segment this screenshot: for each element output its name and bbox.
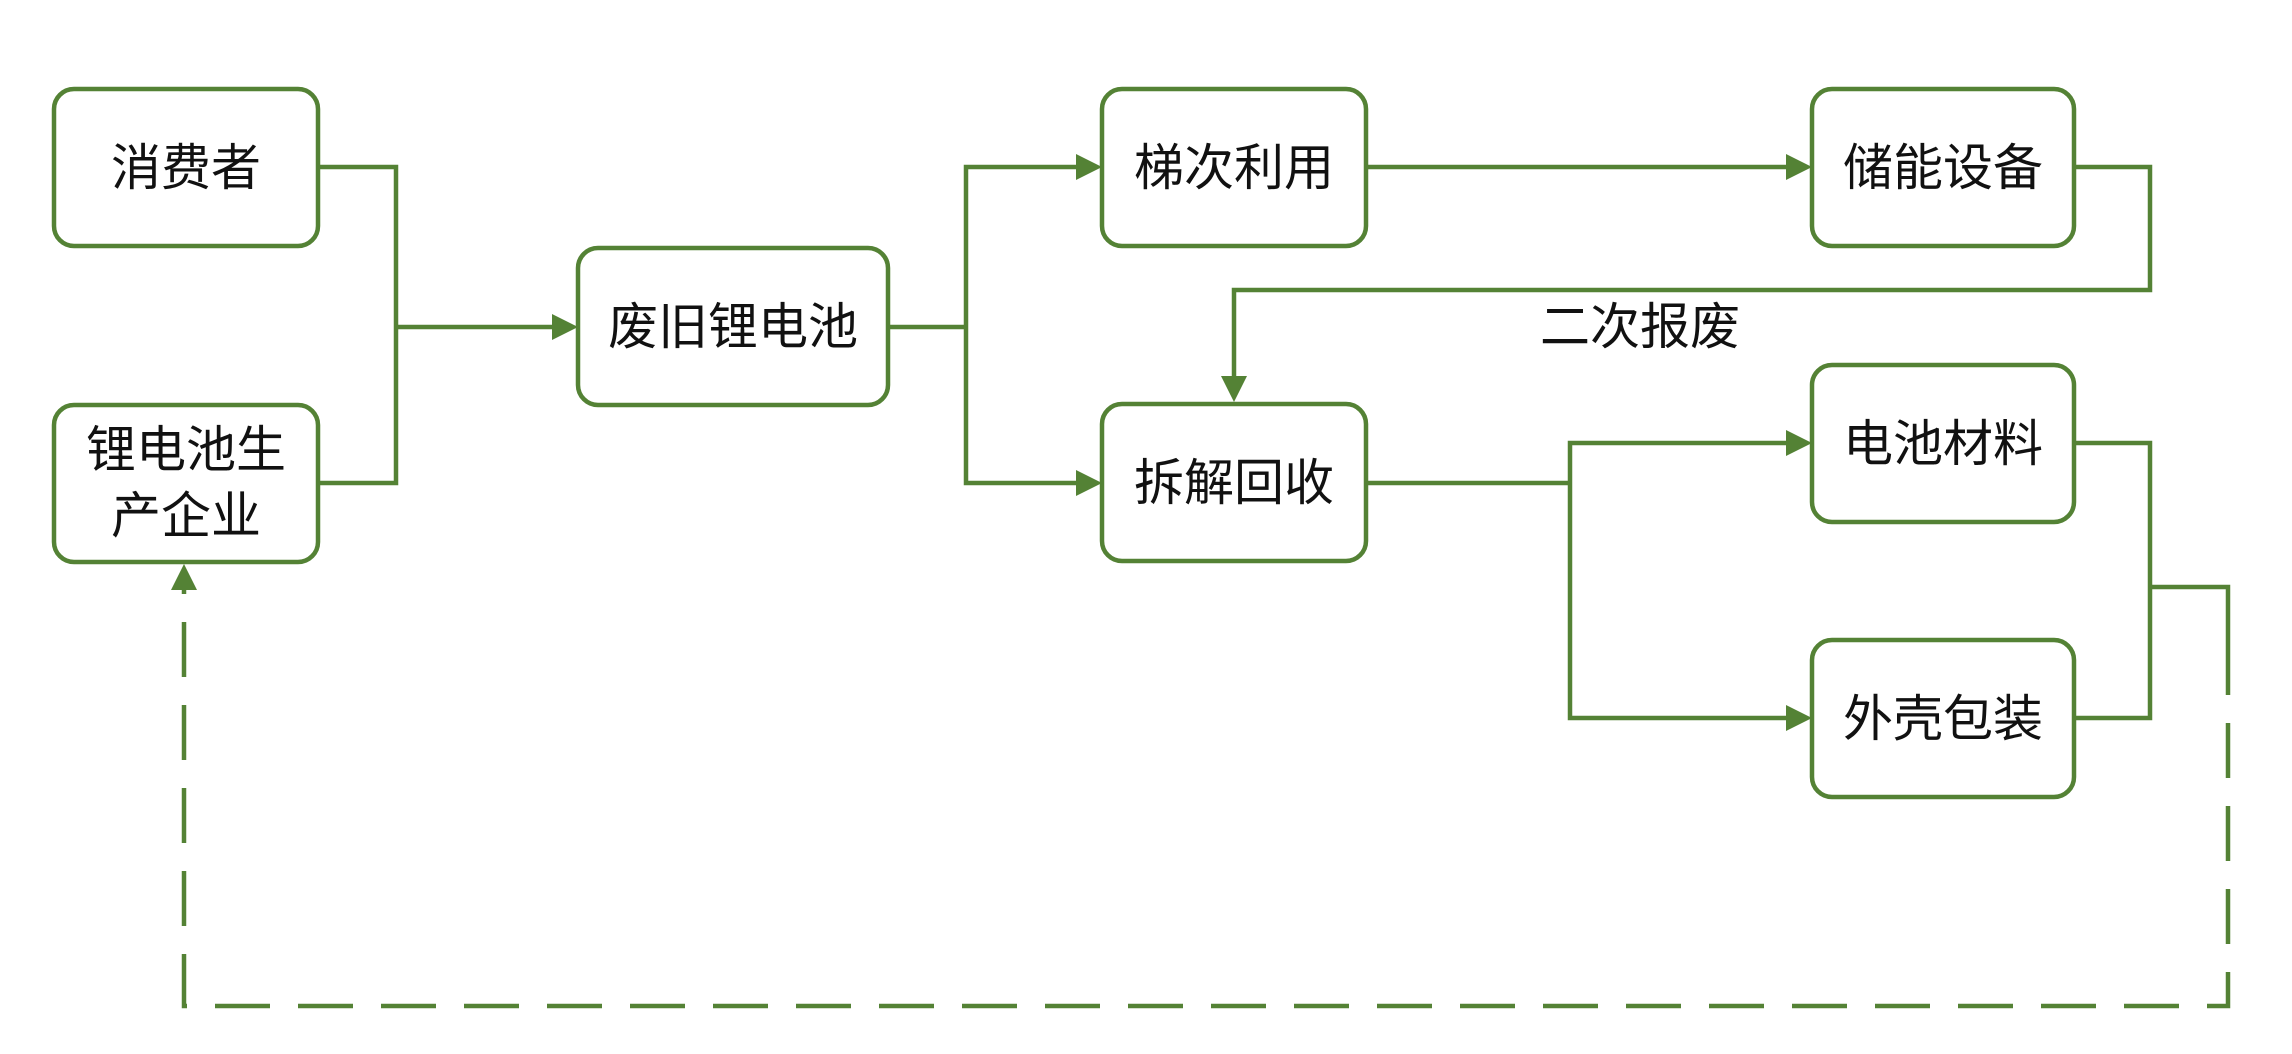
- node-producer-label-line2: 产企业: [111, 487, 261, 545]
- node-dismantle-recycle: 拆解回收: [1099, 401, 1369, 564]
- edge-label-secondary-scrap: 二次报废: [1540, 298, 1740, 356]
- arrowhead-to-dismantle: [1076, 470, 1102, 496]
- arrowhead-to-waste: [552, 314, 578, 340]
- node-cascade-use: 梯次利用: [1099, 86, 1369, 249]
- arrowhead-to-producer: [171, 564, 197, 590]
- node-shell-packaging: 外壳包装: [1809, 637, 2077, 800]
- edge-material-to-merge: [2074, 440, 2153, 721]
- node-producer: 锂电池生 产企业: [51, 402, 321, 565]
- node-consumer-label: 消费者: [111, 139, 261, 197]
- node-waste-battery-label: 废旧锂电池: [608, 298, 858, 356]
- edge-merge-to-return: [2150, 584, 2231, 640]
- node-energy-storage-label: 储能设备: [1843, 139, 2043, 197]
- node-dismantle-recycle-label: 拆解回收: [1134, 454, 1334, 512]
- edge-split-to-cascade: [963, 164, 1080, 327]
- edge-split-to-shell: [1567, 483, 1790, 721]
- edge-producer-to-junction: [318, 327, 399, 486]
- node-cascade-use-label: 梯次利用: [1134, 139, 1334, 197]
- arrowhead-to-storage: [1786, 154, 1812, 180]
- node-shell-packaging-label: 外壳包装: [1843, 690, 2043, 748]
- edge-consumer-to-junction: [318, 164, 399, 327]
- node-energy-storage: 储能设备: [1809, 86, 2077, 249]
- edge-storage-to-dismantle: [1231, 164, 2153, 378]
- node-waste-battery: 废旧锂电池: [575, 245, 891, 408]
- node-battery-material: 电池材料: [1809, 362, 2077, 525]
- edge-split-to-material: [1567, 440, 1790, 483]
- node-consumer: 消费者: [51, 86, 321, 249]
- edge-return-to-producer: [181, 590, 2231, 1009]
- edge-split-to-dismantle: [963, 327, 1080, 486]
- arrowhead-to-cascade: [1076, 154, 1102, 180]
- node-battery-material-label: 电池材料: [1843, 415, 2043, 473]
- arrowhead-scrap-to-dismantle: [1221, 376, 1247, 402]
- arrowhead-to-shell: [1786, 705, 1812, 731]
- arrowhead-to-material: [1786, 430, 1812, 456]
- node-producer-label-line1: 锂电池生: [86, 421, 286, 479]
